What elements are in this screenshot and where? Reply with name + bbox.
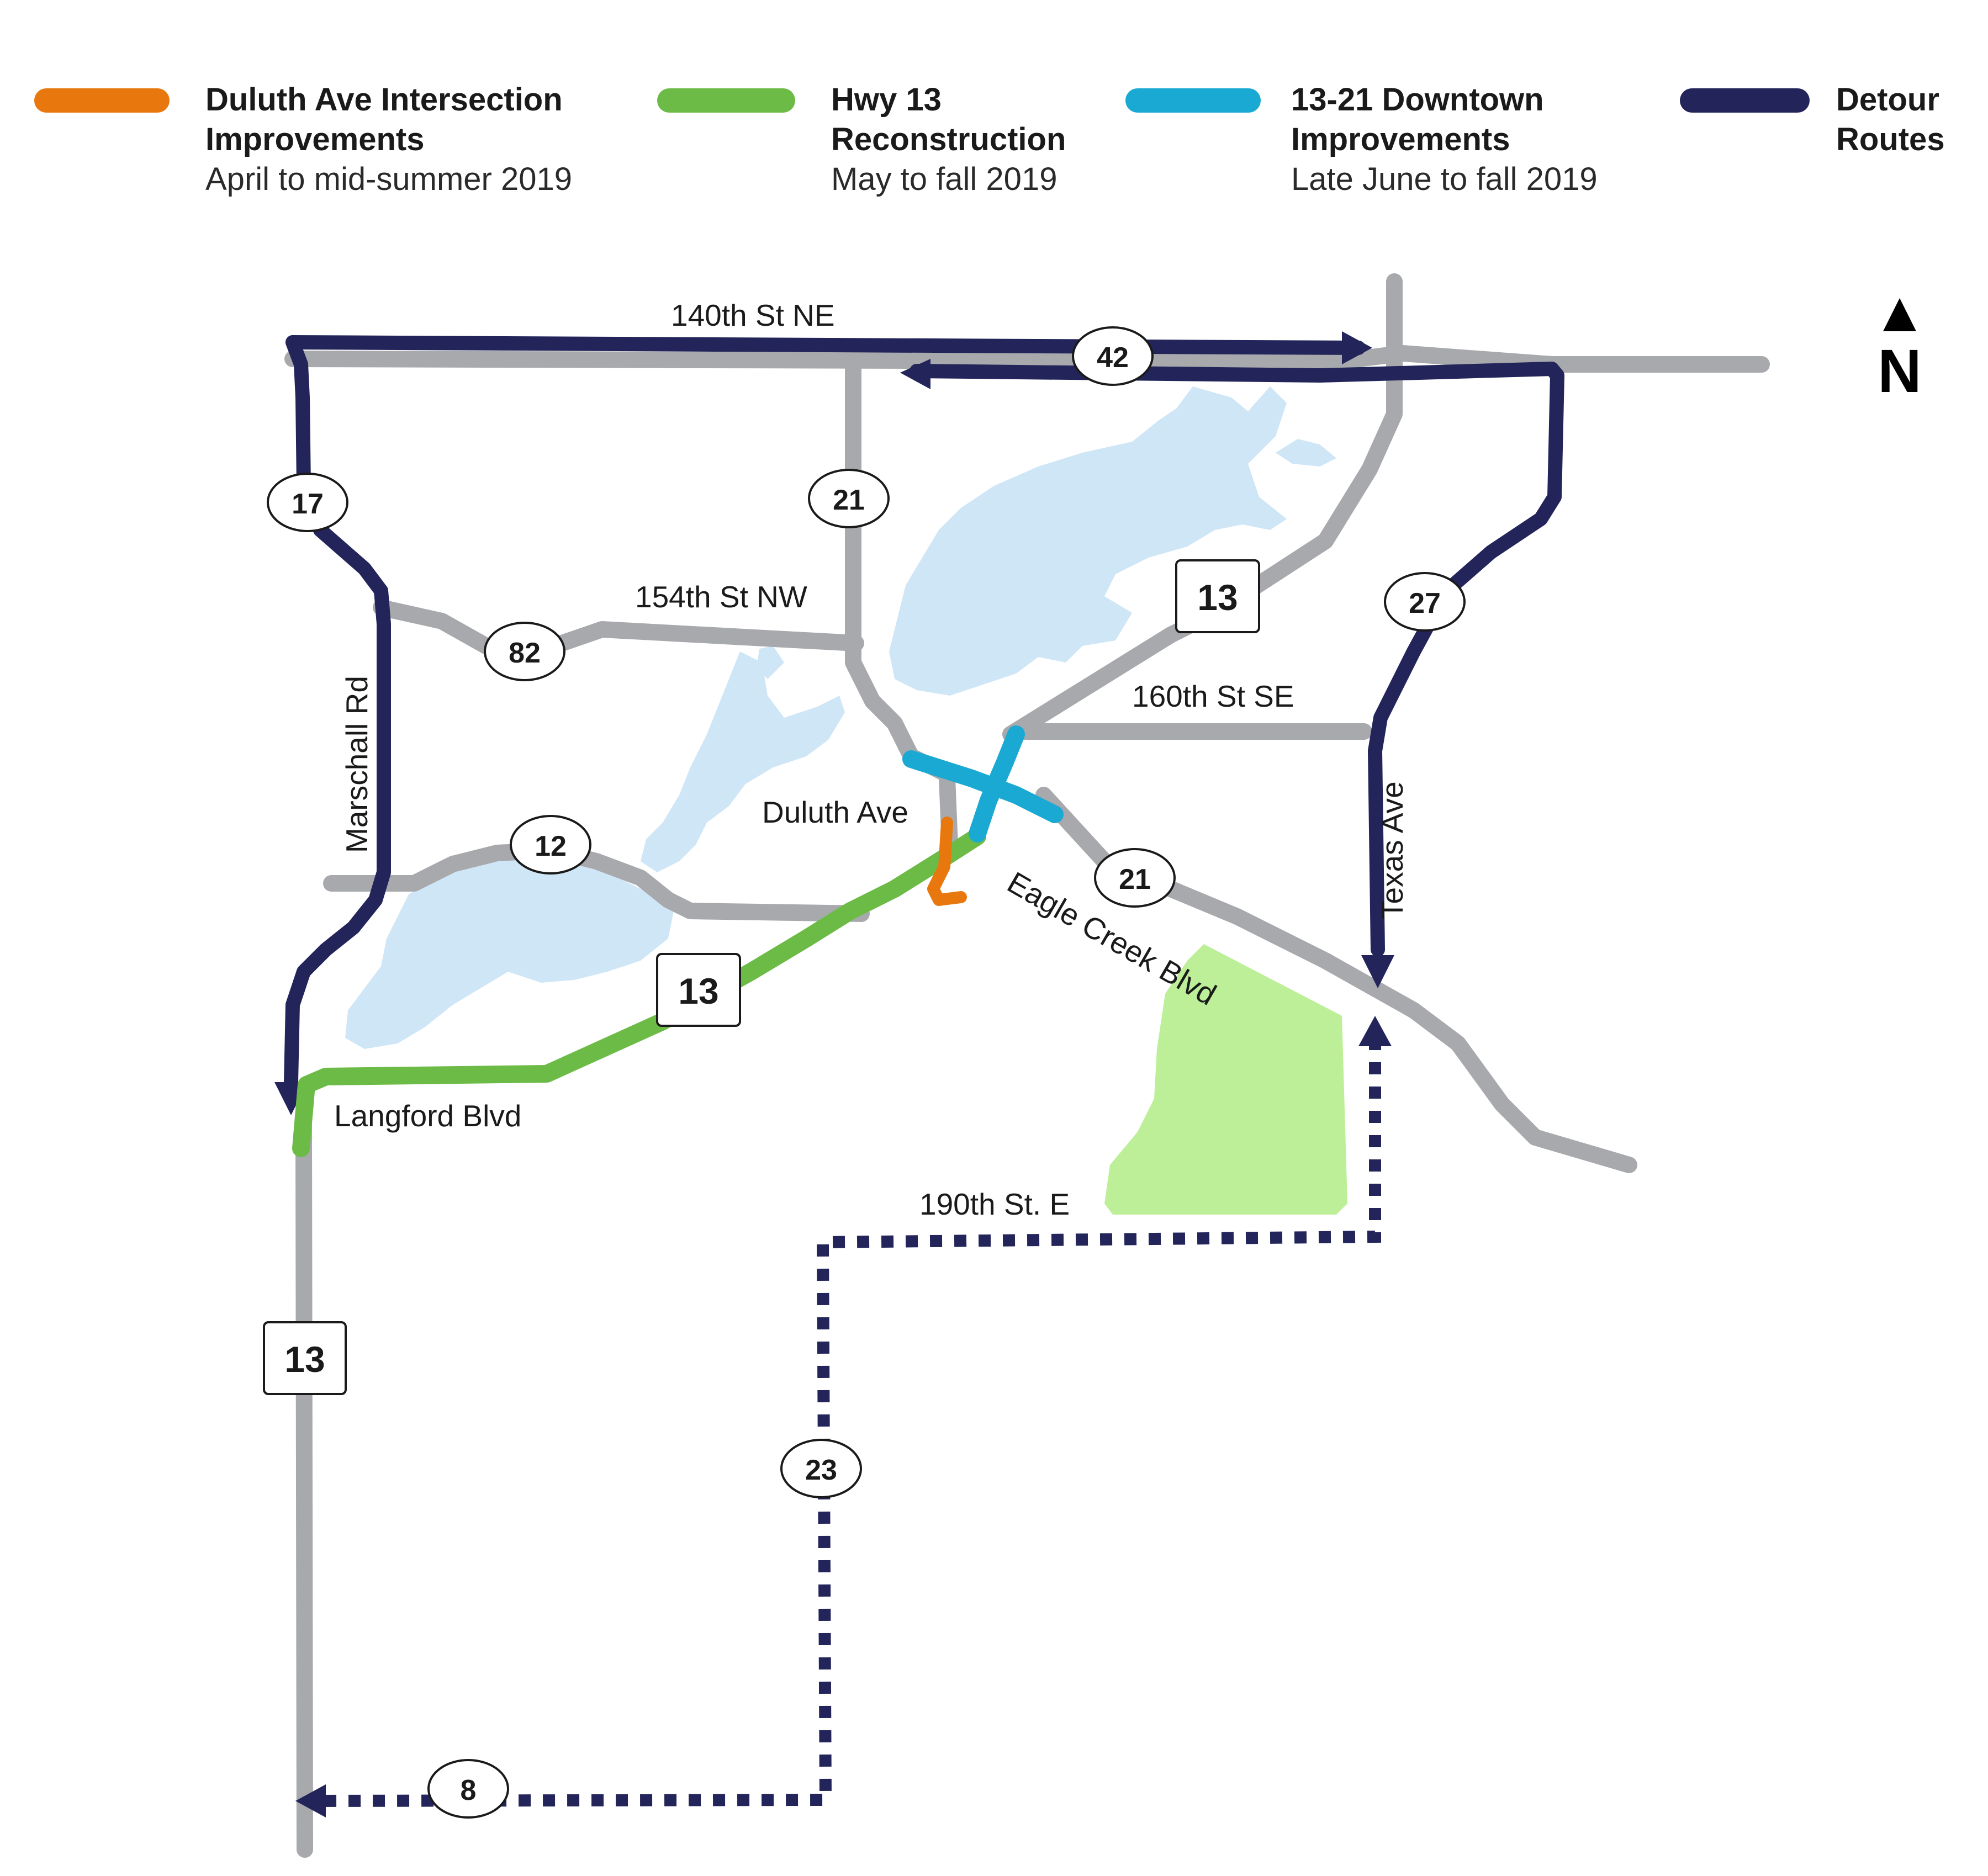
shield-27-label: 27 xyxy=(1409,587,1441,619)
hwy13-reconstruction-segment xyxy=(292,828,986,1157)
lake-middle xyxy=(641,651,845,872)
legend-swatch-hwy13 xyxy=(657,88,795,113)
shield-27: 27 xyxy=(1384,572,1466,632)
legend-item-hwy13: Hwy 13 Reconstruction May to fall 2019 xyxy=(831,80,1066,199)
shield-hwy13-south-label: 13 xyxy=(284,1339,325,1380)
shield-23-label: 23 xyxy=(805,1454,837,1486)
road-hwy13-south xyxy=(295,1118,313,1858)
detour-140th-westbound xyxy=(910,362,1559,383)
arrowhead-west-south xyxy=(295,1784,326,1817)
label-duluth: Duluth Ave xyxy=(762,795,908,829)
detour-dotted-arrowheads xyxy=(295,1016,1392,1817)
legend-dates: Late June to fall 2019 xyxy=(1291,161,1598,197)
detour-27 xyxy=(1368,362,1564,957)
park-area xyxy=(1104,944,1347,1215)
legend-title-line2: Improvements xyxy=(205,121,425,157)
shield-hwy13-northeast-label: 13 xyxy=(1197,577,1238,618)
shield-12: 12 xyxy=(510,815,591,875)
detour-dotted-route xyxy=(320,1038,1381,1807)
shield-23: 23 xyxy=(780,1439,862,1498)
shield-21-north: 21 xyxy=(808,469,890,528)
arrowhead-north xyxy=(1358,1016,1392,1046)
lake-north xyxy=(889,386,1287,696)
legend-swatch-duluth xyxy=(34,88,170,113)
lake-south xyxy=(345,853,674,1049)
legend-dates: April to mid-summer 2019 xyxy=(205,161,572,197)
lake-middle-west xyxy=(757,646,784,679)
north-arrow: N xyxy=(1878,298,1922,405)
label-marschall: Marschall Rd xyxy=(340,676,374,853)
legend-title-line2: Reconstruction xyxy=(831,121,1066,157)
shield-21-south-label: 21 xyxy=(1119,863,1151,895)
shield-8: 8 xyxy=(427,1759,509,1819)
arrowhead-east xyxy=(1342,331,1372,364)
shield-42: 42 xyxy=(1072,326,1154,386)
legend-swatch-detour xyxy=(1680,88,1810,113)
detour-dotted xyxy=(320,1038,1381,1807)
shield-hwy13-south: 13 xyxy=(263,1321,347,1395)
legend-item-detour: Detour Routes xyxy=(1836,80,1945,160)
arrowhead-west xyxy=(900,359,930,389)
shield-21-north-label: 21 xyxy=(833,484,865,516)
detour-marschall xyxy=(284,335,391,1089)
label-langford: Langford Blvd xyxy=(334,1099,521,1133)
north-arrow-icon xyxy=(1883,298,1916,331)
detour-140th-eastbound xyxy=(285,335,1366,355)
shield-21-south: 21 xyxy=(1094,848,1176,908)
road-154th xyxy=(384,602,864,663)
legend-dates: May to fall 2019 xyxy=(831,161,1058,197)
shield-hwy13-northeast: 13 xyxy=(1175,559,1260,633)
legend-title-line2: Improvements xyxy=(1291,121,1510,157)
downtown-improvements-segment xyxy=(902,725,1064,842)
road-140th xyxy=(284,351,1345,370)
legend-item-downtown: 13-21 Downtown Improvements Late June to… xyxy=(1291,80,1598,199)
shield-hwy13-middle-label: 13 xyxy=(678,971,718,1011)
legend-title-line1: 13-21 Downtown xyxy=(1291,82,1544,118)
legend-item-duluth: Duluth Ave Intersection Improvements Apr… xyxy=(205,80,572,199)
shield-82-label: 82 xyxy=(509,637,541,669)
shield-12-label: 12 xyxy=(535,830,567,862)
legend-swatch-downtown xyxy=(1125,88,1261,113)
arrowhead-south-texas xyxy=(1361,955,1394,988)
shield-82: 82 xyxy=(484,622,565,681)
highway-shields: 13 13 13 xyxy=(263,559,1260,1395)
legend-title-line1: Hwy 13 xyxy=(831,82,942,118)
north-label: N xyxy=(1878,337,1921,405)
label-texas: Texas Ave xyxy=(1375,781,1409,919)
label-140th: 140th St NE xyxy=(671,298,835,332)
shield-hwy13-middle: 13 xyxy=(656,953,741,1027)
legend-title-line2: Routes xyxy=(1836,121,1945,157)
lake-northeast-small xyxy=(1276,439,1336,467)
legend-title-line1: Detour xyxy=(1836,82,1939,118)
shield-8-label: 8 xyxy=(461,1774,477,1806)
shield-17-label: 17 xyxy=(292,488,324,520)
road-140th-east xyxy=(1328,345,1770,373)
county-shields: 42 17 21 82 12 21 27 23 xyxy=(267,326,1466,1819)
label-190th: 190th St. E xyxy=(919,1187,1070,1221)
shield-42-label: 42 xyxy=(1097,342,1129,374)
lakes xyxy=(345,386,1336,1049)
road-hwy13-northeast xyxy=(1002,273,1403,743)
duluth-intersection-segment xyxy=(927,817,967,906)
label-160th: 160th St SE xyxy=(1132,679,1294,713)
label-154th: 154th St NW xyxy=(635,580,807,614)
shield-17: 17 xyxy=(267,473,348,532)
downtown-segment-b xyxy=(969,725,1025,842)
legend-title-line1: Duluth Ave Intersection xyxy=(205,82,563,118)
